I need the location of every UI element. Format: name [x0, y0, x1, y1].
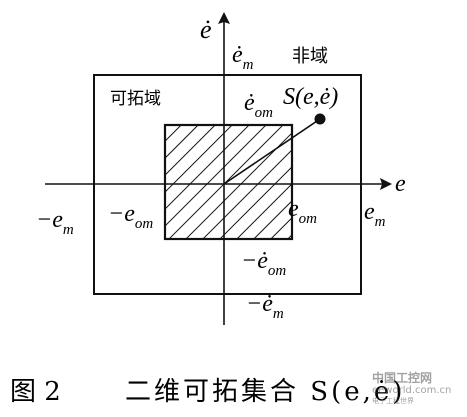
- x-axis-label: e: [395, 171, 406, 197]
- figure-title: 二维可拓集合 S(e,ė): [125, 377, 405, 407]
- y-tick-bottom-outer: −ėm: [246, 291, 284, 322]
- watermark-line1: 中国工控网: [372, 371, 433, 385]
- figure-number: 图 2: [10, 377, 61, 407]
- y-tick-bottom-inner: −ėom: [241, 248, 286, 279]
- watermark-line3: 电子工程世界: [372, 397, 414, 405]
- x-tick-left-outer: −em: [36, 207, 74, 238]
- extension-domain-label: 可拓域: [110, 89, 161, 109]
- y-tick-top-inner: ėom: [244, 90, 273, 121]
- inner-hatch-fill: [165, 125, 292, 239]
- site-watermark-logo: 中国工控网 eeworld.com.cn 电子工程世界: [372, 372, 464, 414]
- y-axis-label: ė: [200, 15, 212, 44]
- x-tick-right-inner: eom: [288, 196, 317, 227]
- y-tick-top-outer: ėm: [232, 42, 254, 73]
- inner-domain-square: [163, 123, 294, 241]
- point-s-marker: [314, 113, 326, 125]
- point-s-label: S(e,ė): [283, 84, 338, 110]
- vector-line: [223, 118, 321, 185]
- non-domain-label: 非域: [292, 46, 328, 67]
- x-tick-left-inner: −eom: [108, 201, 153, 232]
- x-axis-arrow-icon: [380, 178, 392, 190]
- x-tick-right-outer: em: [364, 199, 386, 230]
- y-axis-arrow-icon: [218, 12, 230, 24]
- watermark-line2: eeworld.com.cn: [372, 385, 452, 396]
